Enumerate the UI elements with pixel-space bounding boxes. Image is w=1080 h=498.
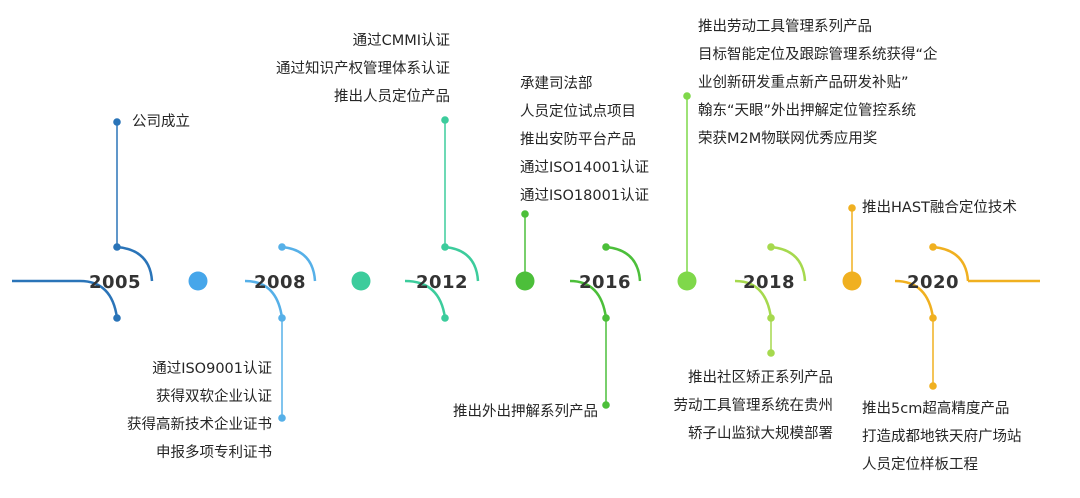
milestone-node (351, 271, 371, 291)
event-line: 推出HAST融合定位技术 (862, 200, 1017, 216)
milestone-node (677, 271, 697, 291)
connector-dot (848, 204, 856, 212)
year-bracket-2020 (932, 245, 970, 282)
event-line: 通过ISO14001认证 (520, 160, 650, 176)
event-2012-top: 通过CMMI认证 通过知识产权管理体系认证 推出人员定位产品 (276, 27, 450, 111)
year-bracket-2016 (569, 279, 608, 319)
year-bracket-2008 (244, 279, 284, 319)
connector-dot (767, 314, 775, 322)
event-2016-top: 承建司法部 人员定位试点项目 推出安防平台产品 通过ISO14001认证 通过I… (520, 70, 649, 210)
connector-dot (278, 314, 286, 322)
year-bracket-2012 (404, 279, 447, 319)
connector-dot (278, 243, 286, 251)
connector-dot (113, 118, 121, 126)
event-line: 推出外出押解系列产品 (453, 404, 598, 420)
event-line: 打造成都地铁天府广场站 (862, 429, 1022, 445)
event-line: 承建司法部 (520, 76, 593, 92)
connector-dot (113, 314, 121, 322)
year-label-2018: 2018 (742, 272, 796, 293)
connector-dot (521, 210, 529, 218)
connector-dot (929, 382, 937, 390)
event-line: 推出人员定位产品 (334, 89, 450, 105)
connector-dot (113, 243, 121, 251)
year-bracket-2008 (281, 245, 317, 282)
event-line: 申报多项专利证书 (156, 445, 272, 461)
year-label-2008: 2008 (253, 272, 307, 293)
connector-dot (683, 92, 691, 100)
event-line: 公司成立 (132, 114, 190, 130)
event-2008-bottom: 通过ISO9001认证 获得双软企业认证 获得高新技术企业证书 申报多项专利证书 (127, 355, 272, 467)
event-line: 轿子山监狱大规模部署 (688, 426, 833, 442)
event-line: 人员定位样板工程 (862, 457, 978, 473)
event-line: 翰东“天眼”外出押解定位管控系统 (698, 103, 917, 119)
connector-dot (441, 243, 449, 251)
connector-dot (602, 243, 610, 251)
connector-dot (767, 243, 775, 251)
year-bracket-2018 (734, 279, 773, 319)
event-line: 荣获M2M物联网优秀应用奖 (698, 131, 878, 147)
connector-dot (602, 314, 610, 322)
event-line: 劳动工具管理系统在贵州 (673, 398, 834, 414)
year-label-2020: 2020 (906, 272, 960, 293)
milestone-node (515, 271, 535, 291)
event-2020-bottom: 推出5cm超高精度产品 打造成都地铁天府广场站 人员定位样板工程 (862, 395, 1022, 479)
event-2020-top: 推出HAST融合定位技术 (862, 194, 1017, 222)
event-line: 推出安防平台产品 (520, 132, 636, 148)
event-2018-bottom: 推出社区矫正系列产品 劳动工具管理系统在贵州 轿子山监狱大规模部署 (674, 364, 834, 448)
event-line: 业创新研发重点新产品研发补贴” (698, 75, 909, 91)
year-bracket-2016 (605, 245, 642, 282)
event-line: 通过ISO18001认证 (520, 188, 650, 204)
event-2016-bottom: 推出外出押解系列产品 (453, 398, 598, 426)
event-line: 推出5cm超高精度产品 (862, 401, 1010, 417)
milestone-node (188, 271, 208, 291)
event-2005-top: 公司成立 (132, 108, 190, 136)
event-line: 通过ISO9001认证 (152, 361, 272, 377)
event-line: 推出劳动工具管理系列产品 (698, 19, 872, 35)
connector-dot (929, 314, 937, 322)
connector-dot (278, 414, 286, 422)
connector-dot (602, 401, 610, 409)
year-label-2012: 2012 (415, 272, 469, 293)
year-bracket-2020 (894, 279, 935, 319)
connector-dot (767, 349, 775, 357)
milestone-node (842, 271, 862, 291)
event-2018-top: 推出劳动工具管理系列产品 目标智能定位及跟踪管理系统获得“企 业创新研发重点新产… (698, 13, 938, 153)
year-label-2016: 2016 (578, 272, 632, 293)
connector-dot (441, 314, 449, 322)
event-line: 获得高新技术企业证书 (127, 417, 272, 433)
event-line: 通过知识产权管理体系认证 (276, 61, 450, 77)
event-line: 目标智能定位及跟踪管理系统获得“企 (698, 47, 938, 63)
year-bracket-2012 (444, 245, 480, 282)
year-bracket-2005 (116, 245, 154, 282)
event-line: 人员定位试点项目 (520, 104, 636, 120)
connector-dot (441, 116, 449, 124)
year-label-2005: 2005 (88, 272, 142, 293)
year-bracket-2018 (770, 245, 807, 282)
event-line: 通过CMMI认证 (352, 33, 450, 49)
year-bracket-2005 (79, 279, 119, 319)
connector-dot (929, 243, 937, 251)
event-line: 获得双软企业认证 (156, 389, 272, 405)
event-line: 推出社区矫正系列产品 (688, 370, 833, 386)
